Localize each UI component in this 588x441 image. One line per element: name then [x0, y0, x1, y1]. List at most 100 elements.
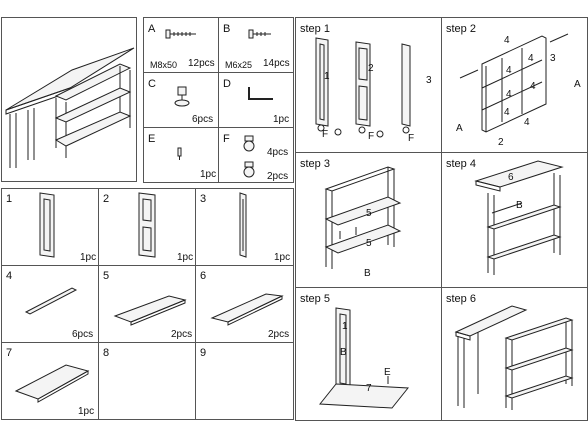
part-qty: 6pcs — [72, 329, 94, 340]
narrow-frame-drawing — [239, 192, 247, 258]
part-number: 3 — [200, 193, 207, 205]
part-5: 5 2pcs — [98, 265, 196, 343]
step-6-drawing — [454, 305, 574, 410]
step-label: step 1 — [300, 23, 330, 35]
part-9: 9 — [195, 342, 294, 420]
part-4: 4 6pcs — [1, 265, 99, 343]
desk-top-drawing — [14, 364, 90, 403]
callout: 5 — [366, 208, 372, 219]
hardware-qty: 1pc — [200, 169, 217, 180]
part-3: 3 1pc — [195, 188, 294, 266]
step-label: step 2 — [446, 23, 476, 35]
part-1: 1 1pc — [1, 188, 99, 266]
step-1-panel: step 1 1 2 3 F F F — [295, 17, 442, 153]
callout: 4 — [528, 53, 534, 64]
step-4-drawing — [474, 160, 564, 275]
callout: 1 — [342, 321, 348, 332]
part-qty: 1pc — [274, 252, 291, 263]
hardware-size: M8x50 — [150, 60, 178, 70]
hardware-size: M6x25 — [225, 60, 253, 70]
hardware-qty: 1pc — [273, 114, 290, 125]
step-5-drawing — [319, 307, 409, 409]
part-qty: 1pc — [177, 252, 194, 263]
part-number: 4 — [6, 270, 13, 282]
part-number: 2 — [103, 193, 110, 205]
hardware-letter: A — [148, 23, 156, 35]
hardware-qty: 14pcs — [263, 58, 290, 69]
callout: 7 — [366, 383, 372, 394]
hardware-letter: E — [148, 133, 156, 145]
hardware-B: B M6x25 14pcs — [218, 17, 294, 73]
part-number: 5 — [103, 270, 110, 282]
small-screw-icon — [177, 147, 182, 160]
step-6-panel: step 6 — [441, 287, 588, 421]
step-label: step 4 — [446, 158, 476, 170]
callout: 4 — [530, 81, 536, 92]
hardware-letter: D — [223, 78, 231, 90]
allen-key-icon — [248, 87, 273, 100]
hardware-letter: C — [148, 78, 156, 90]
hardware-E: E 1pc — [143, 127, 219, 183]
part-number: 1 — [6, 193, 13, 205]
callout: B — [516, 200, 523, 211]
step-4-panel: step 4 6 B — [441, 152, 588, 288]
part-qty: 1pc — [78, 406, 95, 417]
callout: 3 — [550, 53, 556, 64]
part-2: 2 1pc — [98, 188, 196, 266]
hardware-letter: B — [223, 23, 231, 35]
screw-icon — [248, 29, 271, 39]
callout: 4 — [524, 117, 530, 128]
step-label: step 3 — [300, 158, 330, 170]
hardware-D: D 1pc — [218, 72, 294, 128]
crossbar-drawing — [24, 287, 78, 315]
part-qty: 2pcs — [268, 329, 290, 340]
part-number: 7 — [6, 347, 13, 359]
part-qty: 1pc — [80, 252, 97, 263]
hardware-letter: F — [223, 133, 230, 145]
callout: 4 — [506, 89, 512, 100]
hardware-qty: 12pcs — [188, 58, 215, 69]
step-5-panel: step 5 1 B 7 E — [295, 287, 442, 421]
callout: 4 — [506, 65, 512, 76]
hardware-A: A M8x50 12pcs — [143, 17, 219, 73]
step-label: step 6 — [446, 293, 476, 305]
callout: B — [364, 268, 371, 279]
callout: E — [384, 367, 391, 378]
part-number: 9 — [200, 347, 207, 359]
part-number: 8 — [103, 347, 110, 359]
callout: 4 — [504, 35, 510, 46]
step-2-drawing — [459, 33, 569, 133]
leveling-foot-icon — [174, 86, 190, 107]
middle-frame-drawing — [138, 192, 156, 258]
callout: 3 — [426, 75, 432, 86]
callout: 2 — [368, 63, 374, 74]
shelf-panel-drawing — [113, 295, 187, 326]
callout: 2 — [498, 137, 504, 148]
assembled-shelf-drawing — [5, 47, 135, 168]
callout: A — [456, 123, 463, 134]
step-3-drawing — [324, 166, 402, 269]
hardware-C: C 6pcs — [143, 72, 219, 128]
top-panel-drawing — [210, 293, 284, 326]
overview-panel — [1, 17, 137, 182]
callout: 5 — [366, 238, 372, 249]
hardware-qty: 6pcs — [192, 114, 214, 125]
hardware-qty-2: 2pcs — [267, 171, 289, 182]
callout: 6 — [508, 172, 514, 183]
part-7: 7 1pc — [1, 342, 99, 420]
hardware-qty: 4pcs — [267, 147, 289, 158]
caster-wheel-icon — [243, 135, 255, 178]
callout: B — [340, 347, 347, 358]
step-3-panel: step 3 5 5 B — [295, 152, 442, 288]
part-8: 8 — [98, 342, 196, 420]
bolt-icon — [165, 29, 196, 39]
part-number: 6 — [200, 270, 207, 282]
callout: A — [574, 79, 581, 90]
callout: F — [408, 133, 415, 144]
part-6: 6 2pcs — [195, 265, 294, 343]
callout: F — [368, 131, 375, 142]
side-frame-drawing — [39, 192, 55, 258]
hardware-F: F 4pcs 2pcs — [218, 127, 294, 183]
callout: F — [322, 129, 329, 140]
part-qty: 2pcs — [171, 329, 193, 340]
